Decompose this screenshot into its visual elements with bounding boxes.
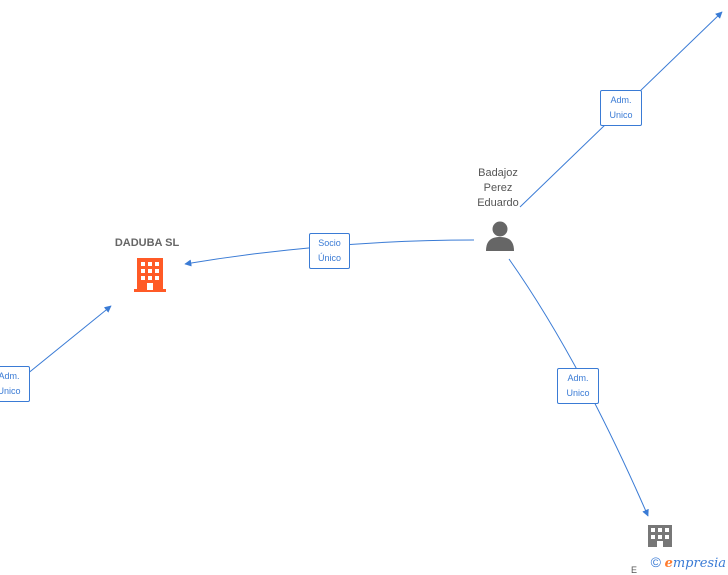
empresia-logo-first-letter: e [664, 556, 673, 571]
empresia-watermark: © empresia [651, 554, 726, 571]
edge-label-socio-unico[interactable]: Socio Único [309, 233, 350, 269]
person-name-line3: Eduardo [477, 197, 519, 209]
edge-label-adm-unico-left[interactable]: Adm. Unico [0, 366, 30, 402]
edge-label-adm-unico-top[interactable]: Adm. Unico [600, 90, 642, 126]
person-name-line1: Badajoz [478, 167, 518, 179]
empresia-logo: empresia [665, 556, 726, 571]
edge-label-line2: Unico [566, 388, 590, 398]
company-building-icon[interactable] [134, 258, 166, 292]
company-bottom-name-fragment[interactable]: E [631, 565, 638, 575]
company-bottom-building-icon[interactable] [648, 525, 672, 547]
edge-label-line1: Adm. [610, 95, 632, 105]
person-name-label[interactable]: Badajoz Perez Eduardo [460, 166, 536, 211]
edge-label-line1: Adm. [567, 373, 589, 383]
edge-label-line1: Adm. [0, 371, 20, 381]
person-name-line2: Perez [483, 182, 513, 194]
edge-label-line2: Unico [609, 110, 633, 120]
edge-label-adm-unico-bottom[interactable]: Adm. Unico [557, 368, 599, 404]
edge-label-line2: Unico [0, 386, 21, 396]
empresia-logo-rest: mpresia [672, 556, 726, 571]
company-name-label[interactable]: DADUBA SL [114, 237, 180, 249]
copyright-symbol: © [650, 554, 661, 570]
person-icon[interactable] [485, 221, 515, 251]
edge-label-line1: Socio [318, 238, 341, 248]
edge-label-line2: Único [317, 253, 341, 263]
